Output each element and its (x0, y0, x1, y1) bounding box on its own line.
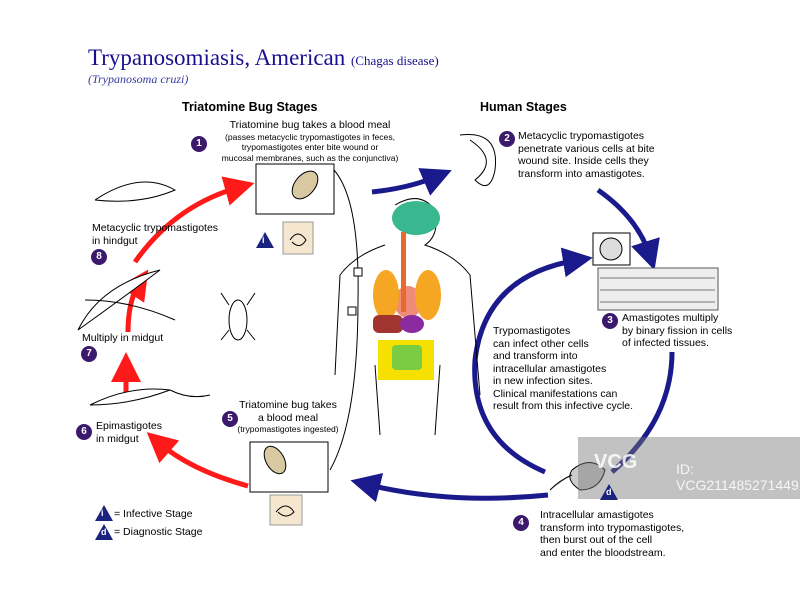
liver-organ (373, 315, 403, 333)
step-1-text: Triatomine bug takes a blood meal (passe… (200, 119, 420, 163)
metacyclic-trypomastigote-drawing (94, 181, 177, 202)
stomach-organ (400, 315, 424, 333)
esophagus (401, 232, 406, 312)
text-line: Metacyclic trypomastigotes (92, 222, 219, 234)
muscle-tissue-amastigotes-image (597, 267, 719, 311)
lung-left (373, 270, 399, 320)
feces-trypomastigote-image (282, 221, 314, 255)
text-line: intracellular amastigotes (493, 362, 607, 375)
page-title: Trypanosomiasis, American (Chagas diseas… (88, 45, 439, 71)
title-paren: (Chagas disease) (351, 53, 439, 68)
arrow-5-to-6 (146, 432, 249, 489)
organism-name: (Trypanosoma cruzi) (88, 72, 189, 86)
text-line: result from this infective cycle. (493, 400, 634, 412)
title-main: Trypanosomiasis, American (88, 45, 346, 70)
text-line: Intracellular amastigotes (540, 509, 654, 521)
text-line: then burst out of the cell (540, 534, 653, 546)
text-line: can infect other cells (493, 337, 589, 350)
step-1-line: (passes metacyclic trypomastigotes in fe… (224, 131, 396, 142)
brain-organ (392, 201, 440, 235)
diagnostic-stage-icon: d (600, 484, 618, 500)
step-7-text: Multiply in midgut (82, 332, 164, 344)
text-line: Metacyclic trypomastigotes (518, 130, 645, 142)
text-line: d (101, 527, 107, 537)
step-badge-8: 8 (91, 249, 107, 265)
text-line: Triatomine bug takes (239, 399, 337, 411)
step-badge-2: 2 (499, 131, 515, 147)
step-1-line: mucosal membranes, such as the conjuncti… (221, 152, 399, 163)
text-line: and transform into (493, 350, 578, 362)
step-badge-3: 3 (602, 313, 618, 329)
arrow-reinfection-cycle (472, 247, 593, 475)
bug-bite-image-5 (249, 441, 329, 493)
step-badge-1: 1 (191, 136, 207, 152)
penetrating-trypomastigote-drawing (459, 133, 497, 187)
text-line: penetrate various cells at bite (518, 142, 655, 155)
step-1-line: trypomastigotes enter bite wound or (241, 142, 379, 152)
ingested-trypomastigote-image (269, 494, 303, 526)
text-line: (trypomastigotes ingested) (237, 424, 339, 434)
arrow-8-to-1 (132, 176, 255, 264)
legend-infective-icon: i (95, 505, 113, 521)
human-stages-heading: Human Stages (480, 100, 567, 114)
lung-right (415, 270, 441, 320)
legend-diagnostic-label: = Diagnostic Stage (114, 526, 203, 538)
text-line: and enter the bloodstream. (540, 546, 666, 559)
step-badge-5: 5 (222, 411, 238, 427)
arrow-2-to-3 (596, 187, 660, 271)
text-line: by binary fission in cells (622, 324, 733, 337)
bug-stages-heading: Triatomine Bug Stages (182, 100, 318, 114)
text-line: wound site. Inside cells they (518, 155, 649, 167)
infective-stage-icon: i (256, 232, 274, 248)
text-line: in midgut (96, 432, 139, 445)
text-line: Trypomastigotes (493, 325, 571, 337)
step-badge-7: 7 (81, 346, 97, 362)
triatomine-bug-drawing (228, 299, 248, 341)
bursting-trypomastigote-drawing (549, 462, 606, 491)
text-line: transform into trypomastigotes, (540, 521, 685, 534)
bug-bite-image-1 (255, 163, 335, 215)
watermark-id: ID: VCG211485271449 (676, 461, 799, 493)
arrow-4-to-5 (350, 473, 549, 503)
text-line: Epimastigotes (96, 420, 162, 432)
step-badge-6: 6 (76, 424, 92, 440)
watermark-logo: VCG (594, 451, 638, 473)
step-badge-4: 4 (513, 515, 529, 531)
midgut-multiplying-drawing (77, 269, 161, 331)
legend-infective-label: = Infective Stage (114, 508, 193, 520)
text-line: Amastigotes multiply (622, 312, 719, 324)
text-line: in new infection sites. (493, 375, 593, 387)
text-line: transform into amastigotes. (518, 167, 645, 180)
text-line: of infected tissues. (622, 337, 709, 349)
human-body-silhouette (334, 198, 481, 436)
arrow-3-to-4 (610, 351, 675, 474)
text-line: a blood meal (257, 411, 319, 424)
arrow-1-to-2 (371, 168, 452, 196)
epimastigote-drawing (89, 388, 171, 406)
legend-diagnostic-icon: d (95, 524, 113, 540)
step-1-line: Triatomine bug takes a blood meal (229, 119, 391, 131)
text-line: Clinical manifestations can (493, 387, 618, 400)
text-line: i (101, 508, 104, 518)
text-line: in hindgut (92, 234, 138, 247)
